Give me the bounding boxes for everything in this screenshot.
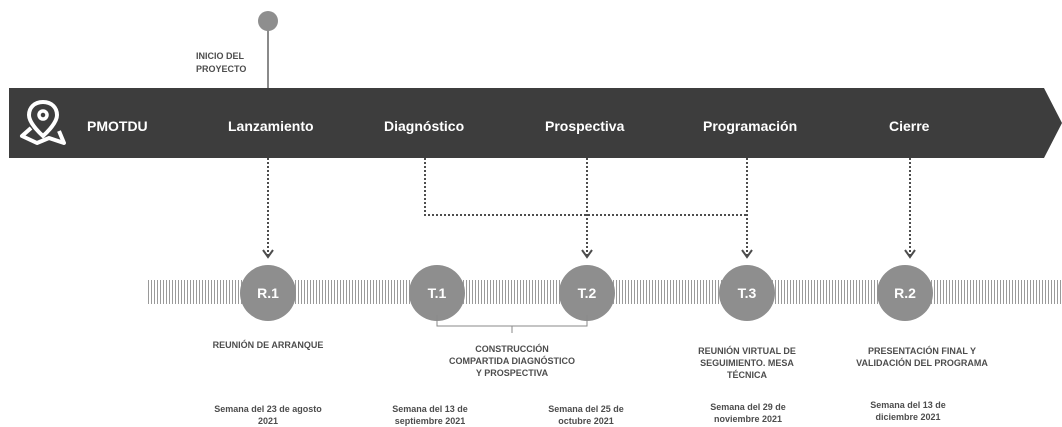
- start-label-line1: INICIO DEL: [196, 51, 245, 61]
- desc-t3-line2: SEGUIMIENTO. MESA: [700, 358, 794, 368]
- desc-r2-line1: PRESENTACIÓN FINAL Y: [867, 346, 976, 356]
- phase-banner: [9, 88, 1062, 158]
- date-t1: Semana del 13 de septiembre 2021: [372, 403, 488, 427]
- date-r1: Semana del 23 de agosto 2021: [188, 403, 348, 427]
- milestone-t1: T.1: [409, 265, 465, 321]
- program-name: PMOTDU: [87, 118, 148, 134]
- date-t2-line1: Semana del 25 de: [548, 404, 624, 414]
- desc-t3: REUNIÓN VIRTUAL DE SEGUIMIENTO. MESA TÉC…: [681, 345, 813, 381]
- milestone-r1: R.1: [240, 265, 296, 321]
- milestone-t2: T.2: [559, 265, 615, 321]
- desc-bracket: CONSTRUCCIÓN COMPARTIDA DIAGNÓSTICO Y PR…: [420, 343, 604, 379]
- date-r2: Semana del 13 de diciembre 2021: [850, 399, 966, 423]
- project-start-label: INICIO DEL PROYECTO: [196, 50, 246, 76]
- milestone-r2: R.2: [877, 265, 933, 321]
- desc-r1-line1: REUNIÓN DE ARRANQUE: [212, 340, 324, 350]
- date-t1-line1: Semana del 13 de: [392, 404, 468, 414]
- milestone-t3: T.3: [719, 265, 775, 321]
- date-t3-line2: noviembre 2021: [713, 414, 783, 424]
- start-label-line2: PROYECTO: [196, 64, 247, 74]
- date-t2-line2: octubre 2021: [558, 416, 614, 426]
- map-pin-icon: [20, 99, 66, 145]
- phase-prospectiva: Prospectiva: [545, 118, 625, 134]
- desc-bracket-line2: COMPARTIDA DIAGNÓSTICO: [449, 356, 575, 366]
- desc-r2: PRESENTACIÓN FINAL Y VALIDACIÓN DEL PROG…: [838, 345, 1006, 369]
- date-r2-line2: diciembre 2021: [875, 412, 941, 422]
- date-r1-line1: Semana del 23 de agosto: [214, 404, 322, 414]
- date-r2-line1: Semana del 13 de: [870, 400, 946, 410]
- desc-bracket-line3: Y PROSPECTIVA: [475, 368, 549, 378]
- desc-r1: REUNIÓN DE ARRANQUE: [188, 339, 348, 351]
- desc-r2-line2: VALIDACIÓN DEL PROGRAMA: [856, 358, 988, 368]
- desc-bracket-line1: CONSTRUCCIÓN: [475, 344, 549, 354]
- date-t3: Semana del 29 de noviembre 2021: [690, 401, 806, 425]
- date-t2: Semana del 25 de octubre 2021: [528, 403, 644, 427]
- phase-cierre: Cierre: [889, 118, 930, 134]
- date-r1-line2: 2021: [257, 416, 279, 426]
- desc-t3-line3: TÉCNICA: [727, 370, 767, 380]
- date-t1-line2: septiembre 2021: [394, 416, 466, 426]
- phase-programacion: Programación: [703, 118, 798, 134]
- phase-diagnostico: Diagnóstico: [384, 118, 465, 134]
- desc-t3-line1: REUNIÓN VIRTUAL DE: [698, 346, 796, 356]
- phase-lanzamiento: Lanzamiento: [228, 118, 314, 134]
- date-t3-line1: Semana del 29 de: [710, 402, 786, 412]
